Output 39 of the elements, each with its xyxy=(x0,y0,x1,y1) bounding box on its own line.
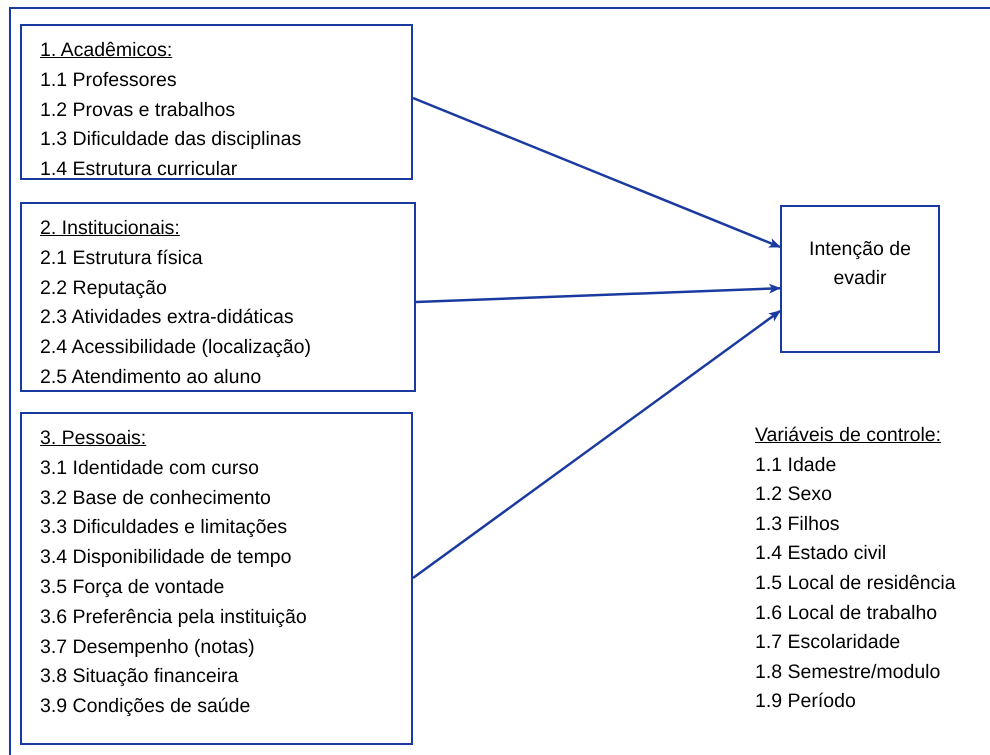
factor-item: 1.3 Dificuldade das disciplinas xyxy=(40,127,302,152)
outcome-label: Intenção de evadir xyxy=(808,237,912,291)
category-heading: 3. Pessoais: xyxy=(40,426,146,451)
control-variables-heading: Variáveis de controle: xyxy=(755,424,942,447)
category-heading: 2. Institucionais: xyxy=(40,216,180,241)
factor-item: 2.2 Reputação xyxy=(40,276,167,301)
factor-item: 3.4 Disponibilidade de tempo xyxy=(40,545,292,570)
factor-item: 3.6 Preferência pela instituição xyxy=(40,604,307,630)
factor-item: 3.3 Dificuldades e limitações xyxy=(40,515,288,540)
control-variable: 1.1 Idade xyxy=(755,454,836,477)
arrow xyxy=(412,96,781,248)
control-variable: 1.4 Estado civil xyxy=(755,542,886,566)
factor-item: 1.4 Estrutura curricular xyxy=(40,157,238,182)
factor-item: 3.9 Condições de saúde xyxy=(40,694,250,720)
factor-item: 2.3 Atividades extra-didáticas xyxy=(40,305,294,330)
control-variable: 1.9 Período xyxy=(755,690,856,714)
factor-item: 2.1 Estrutura física xyxy=(40,246,203,271)
control-variable: 1.8 Semestre/modulo xyxy=(755,660,940,684)
factor-item: 2.5 Atendimento ao aluno xyxy=(40,364,262,390)
outcome-box xyxy=(780,205,940,353)
control-variable: 1.6 Local de trabalho xyxy=(755,602,938,625)
arrow xyxy=(416,284,781,304)
factor-box xyxy=(20,24,413,180)
factor-item: 3.1 Identidade com curso xyxy=(40,456,259,481)
factor-item: 3.7 Desempenho (notas) xyxy=(40,634,255,660)
factor-item: 2.4 Acessibilidade (localização) xyxy=(40,335,311,360)
control-variable: 1.3 Filhos xyxy=(755,512,840,536)
factor-item: 1.2 Provas e trabalhos xyxy=(40,98,236,123)
control-variable: 1.2 Sexo xyxy=(755,483,832,506)
arrow xyxy=(412,310,781,580)
factor-item: 3.8 Situação financeira xyxy=(40,664,238,690)
factor-box xyxy=(20,202,416,392)
factor-item: 3.5 Força de vontade xyxy=(40,574,224,600)
control-variable: 1.5 Local de residência xyxy=(755,572,956,595)
factor-item: 1.1 Professores xyxy=(40,68,177,93)
factor-item: 3.2 Base de conhecimento xyxy=(40,486,271,511)
control-variable: 1.7 Escolaridade xyxy=(755,631,900,654)
category-heading: 1. Acadêmicos: xyxy=(40,38,172,63)
factor-box xyxy=(20,412,413,745)
